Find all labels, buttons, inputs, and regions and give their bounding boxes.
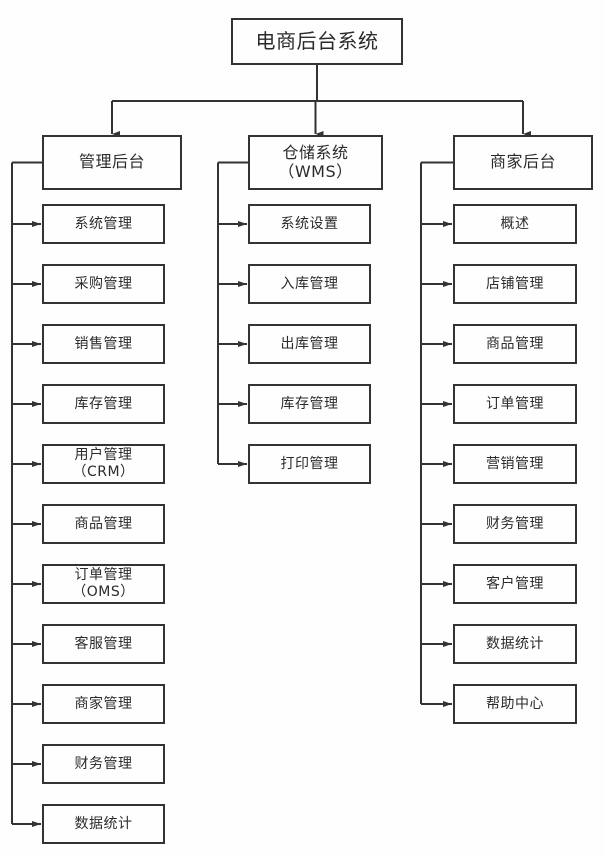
leaf-node-admin-采购管理[interactable]: 采购管理 [42,264,165,304]
leaf-node-admin-订单管理OMS[interactable]: 订单管理 （OMS） [42,564,165,604]
leaf-node-admin-数据统计[interactable]: 数据统计 [42,804,165,844]
node-label: 出库管理 [280,335,339,352]
leaf-node-merchant-客户管理[interactable]: 客户管理 [453,564,577,604]
node-label: 仓储系统 （WMS） [278,142,353,181]
leaf-node-admin-客服管理[interactable]: 客服管理 [42,624,165,664]
leaf-node-merchant-营销管理[interactable]: 营销管理 [453,444,577,484]
leaf-node-admin-销售管理[interactable]: 销售管理 [42,324,165,364]
leaf-node-merchant-概述[interactable]: 概述 [453,204,577,244]
node-label: 系统设置 [280,215,339,232]
leaf-node-merchant-数据统计[interactable]: 数据统计 [453,624,577,664]
node-label: 商品管理 [74,515,133,532]
node-label: 财务管理 [74,755,133,772]
node-label: 库存管理 [74,395,133,412]
leaf-node-merchant-财务管理[interactable]: 财务管理 [453,504,577,544]
node-label: 财务管理 [486,515,544,532]
leaf-node-wms-入库管理[interactable]: 入库管理 [248,264,371,304]
leaf-node-merchant-订单管理[interactable]: 订单管理 [453,384,577,424]
node-label: 客服管理 [74,635,133,652]
node-label: 订单管理 [486,395,544,412]
branch-node-merchant[interactable]: 商家后台 [453,135,593,190]
node-label: 数据统计 [486,635,544,652]
node-label: 系统管理 [74,215,133,232]
leaf-node-admin-商品管理[interactable]: 商品管理 [42,504,165,544]
node-label: 订单管理 （OMS） [72,567,135,600]
node-label: 店铺管理 [486,275,544,292]
node-label: 入库管理 [280,275,339,292]
node-label: 商家后台 [489,152,556,172]
node-label: 商家管理 [74,695,133,712]
leaf-node-admin-用户管理CRM[interactable]: 用户管理 （CRM） [42,444,165,484]
leaf-node-wms-出库管理[interactable]: 出库管理 [248,324,371,364]
node-label: 库存管理 [280,395,339,412]
leaf-node-admin-财务管理[interactable]: 财务管理 [42,744,165,784]
root-node[interactable]: 电商后台系统 [231,18,403,65]
branch-node-wms[interactable]: 仓储系统 （WMS） [248,135,383,190]
leaf-node-wms-系统设置[interactable]: 系统设置 [248,204,371,244]
leaf-node-merchant-商品管理[interactable]: 商品管理 [453,324,577,364]
leaf-node-admin-库存管理[interactable]: 库存管理 [42,384,165,424]
node-label: 销售管理 [74,335,133,352]
node-label: 用户管理 （CRM） [72,447,135,480]
node-label: 客户管理 [486,575,544,592]
node-label: 概述 [500,215,530,232]
node-label: 帮助中心 [486,695,544,712]
leaf-node-admin-系统管理[interactable]: 系统管理 [42,204,165,244]
leaf-node-wms-打印管理[interactable]: 打印管理 [248,444,371,484]
leaf-node-wms-库存管理[interactable]: 库存管理 [248,384,371,424]
node-label: 打印管理 [280,455,339,472]
node-label: 数据统计 [74,815,133,832]
leaf-node-admin-商家管理[interactable]: 商家管理 [42,684,165,724]
node-label: 营销管理 [486,455,544,472]
node-label: 管理后台 [78,152,145,172]
leaf-node-merchant-帮助中心[interactable]: 帮助中心 [453,684,577,724]
node-label: 采购管理 [74,275,133,292]
node-label: 电商后台系统 [255,28,379,53]
leaf-node-merchant-店铺管理[interactable]: 店铺管理 [453,264,577,304]
branch-node-admin[interactable]: 管理后台 [42,135,182,190]
node-label: 商品管理 [486,335,544,352]
